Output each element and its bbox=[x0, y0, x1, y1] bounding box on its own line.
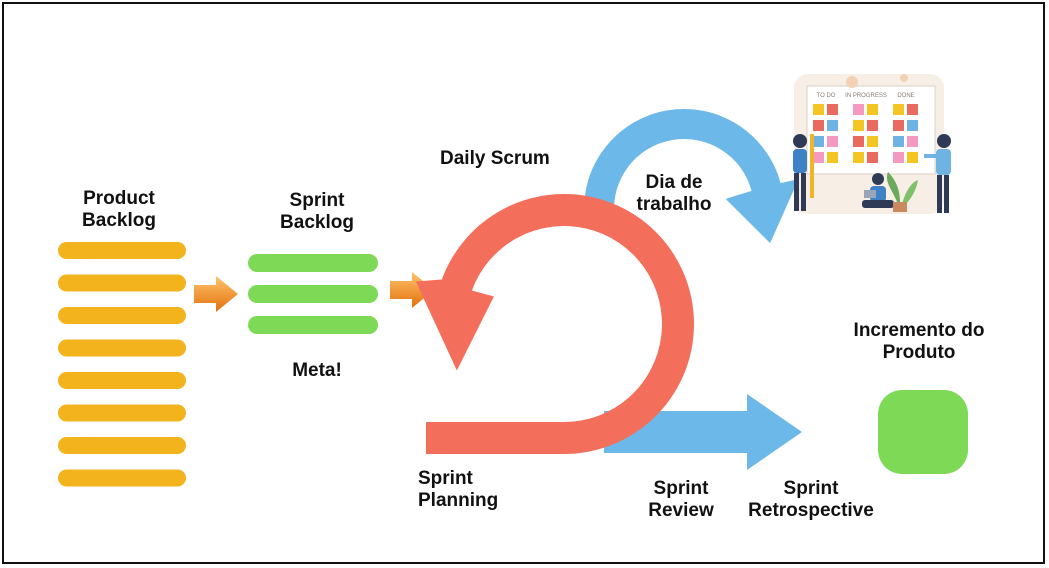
sprint-retrospective-label: Sprint Retrospective bbox=[736, 478, 886, 522]
kanban-column-header: TO DO bbox=[817, 93, 836, 99]
sticky-note-icon bbox=[827, 104, 838, 115]
product-backlog-item bbox=[58, 339, 186, 357]
sticky-note-icon bbox=[867, 152, 878, 163]
product-backlog-item bbox=[58, 372, 186, 389]
daily-scrum-label: Daily Scrum bbox=[440, 148, 550, 169]
sticky-note-icon bbox=[867, 104, 878, 115]
sprint-planning-line1: Sprint bbox=[418, 468, 473, 489]
sprint-backlog-label-line1: Sprint bbox=[289, 190, 345, 211]
product-backlog-item bbox=[58, 437, 186, 454]
team-kanban-illustration: TO DO IN PROGRESS DONE bbox=[793, 74, 951, 214]
sticky-note-icon bbox=[813, 152, 824, 163]
sticky-note-icon bbox=[867, 120, 878, 131]
incremento-line2: Produto bbox=[882, 342, 956, 363]
product-backlog-bars bbox=[58, 242, 186, 487]
meta-label: Meta! bbox=[292, 360, 342, 381]
product-backlog-item bbox=[58, 274, 186, 292]
product-backlog-label-line1: Product bbox=[83, 188, 155, 209]
sprint-backlog-item bbox=[248, 316, 378, 334]
sprint-review-line2: Review bbox=[648, 500, 714, 521]
person-right-icon bbox=[924, 134, 951, 213]
kanban-column-header: IN PROGRESS bbox=[845, 93, 887, 99]
sprint-planning-line2: Planning bbox=[418, 490, 499, 511]
person-left-icon bbox=[793, 134, 814, 211]
sticky-note-icon bbox=[827, 120, 838, 131]
sprint-review-label: Sprint Review bbox=[636, 478, 726, 522]
sticky-note-icon bbox=[893, 104, 904, 115]
scrum-diagram: TO DO IN PROGRESS DONE bbox=[58, 74, 968, 487]
daily-scrum-arc-arrow bbox=[584, 109, 799, 244]
dia-de-trabalho-line1: Dia de bbox=[645, 172, 703, 193]
sticky-note-icon bbox=[907, 152, 918, 163]
sticky-note-icon bbox=[907, 136, 918, 147]
sticky-note-icon bbox=[813, 136, 824, 147]
sticky-note-icon bbox=[853, 104, 864, 115]
product-backlog-label: Product Backlog bbox=[64, 188, 174, 232]
product-increment-shape bbox=[878, 390, 968, 474]
dia-de-trabalho-line2: trabalho bbox=[636, 194, 712, 215]
sticky-note-icon bbox=[867, 136, 878, 147]
sprint-backlog-bars bbox=[248, 254, 378, 334]
sprint-backlog-label-line2: Backlog bbox=[280, 212, 354, 233]
sticky-note-icon bbox=[813, 120, 824, 131]
sticky-note-icon bbox=[907, 120, 918, 131]
kanban-column-header: DONE bbox=[897, 93, 914, 99]
sprint-review-line1: Sprint bbox=[653, 478, 709, 499]
person-sitting-icon bbox=[862, 173, 894, 208]
sprint-cycle-arrow bbox=[415, 193, 695, 454]
sticky-note-icon bbox=[827, 136, 838, 147]
sticky-note-icon bbox=[907, 104, 918, 115]
product-backlog-item bbox=[58, 469, 186, 487]
sticky-note-icon bbox=[853, 152, 864, 163]
sprint-backlog-item bbox=[248, 254, 378, 272]
sticky-note-icon bbox=[827, 152, 838, 163]
sticky-note-icon bbox=[853, 120, 864, 131]
sprint-planning-label: Sprint Planning bbox=[418, 468, 528, 512]
sticky-note-icon bbox=[893, 120, 904, 131]
sticky-note-icon bbox=[893, 136, 904, 147]
sprint-retrospective-line1: Sprint bbox=[783, 478, 839, 499]
product-backlog-item bbox=[58, 404, 186, 422]
arrow-to-sprint-backlog-icon bbox=[194, 276, 238, 312]
sprint-backlog-label: Sprint Backlog bbox=[262, 190, 372, 234]
plant-icon bbox=[886, 172, 918, 212]
incremento-label: Incremento do Produto bbox=[834, 320, 1004, 364]
sprint-retrospective-line2: Retrospective bbox=[748, 500, 874, 521]
sticky-note-icon bbox=[813, 104, 824, 115]
sticky-note-icon bbox=[853, 136, 864, 147]
sticky-note-icon bbox=[893, 152, 904, 163]
sprint-backlog-item bbox=[248, 285, 378, 303]
product-backlog-label-line2: Backlog bbox=[82, 210, 156, 231]
product-backlog-item bbox=[58, 242, 186, 259]
product-backlog-item bbox=[58, 307, 186, 324]
dia-de-trabalho-label: Dia de trabalho bbox=[624, 172, 724, 216]
incremento-line1: Incremento do bbox=[853, 320, 985, 341]
